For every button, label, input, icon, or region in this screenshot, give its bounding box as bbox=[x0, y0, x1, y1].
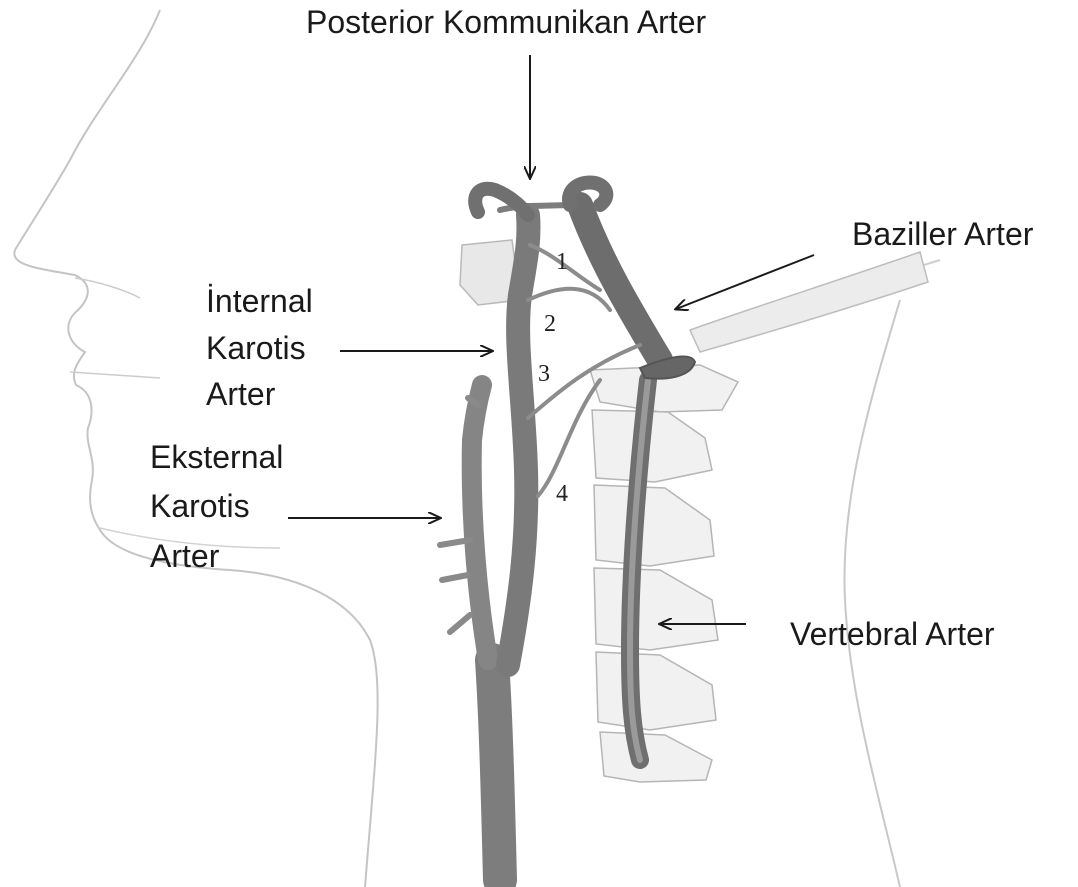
external-carotid-label-line2: Karotis bbox=[150, 490, 250, 522]
segment-number-1: 1 bbox=[556, 250, 568, 274]
internal-carotid-label-line2: Karotis bbox=[206, 332, 306, 364]
skull-base-bone bbox=[690, 252, 928, 352]
internal-carotid-label-line3: Arter bbox=[206, 378, 275, 410]
segment-number-4: 4 bbox=[556, 482, 568, 506]
posterior-communicating-label: Posterior Kommunikan Arter bbox=[306, 6, 706, 38]
segment-number-3: 3 bbox=[538, 362, 550, 386]
cervical-spine bbox=[590, 365, 738, 782]
common-carotid-artery-shape bbox=[492, 660, 500, 880]
external-carotid-artery-shape bbox=[472, 385, 488, 660]
external-carotid-label-line1: Eksternal bbox=[150, 441, 283, 473]
external-carotid-label-line3: Arter bbox=[150, 540, 219, 572]
internal-carotid-artery-shape bbox=[508, 215, 529, 665]
lip-line bbox=[70, 372, 160, 378]
neck-back-outline bbox=[844, 300, 900, 887]
basilar-label: Baziller Arter bbox=[852, 218, 1033, 250]
segment-number-2: 2 bbox=[544, 312, 556, 336]
internal-carotid-label-line1: İnternal bbox=[206, 285, 313, 317]
vertebral-label: Vertebral Arter bbox=[790, 618, 995, 650]
